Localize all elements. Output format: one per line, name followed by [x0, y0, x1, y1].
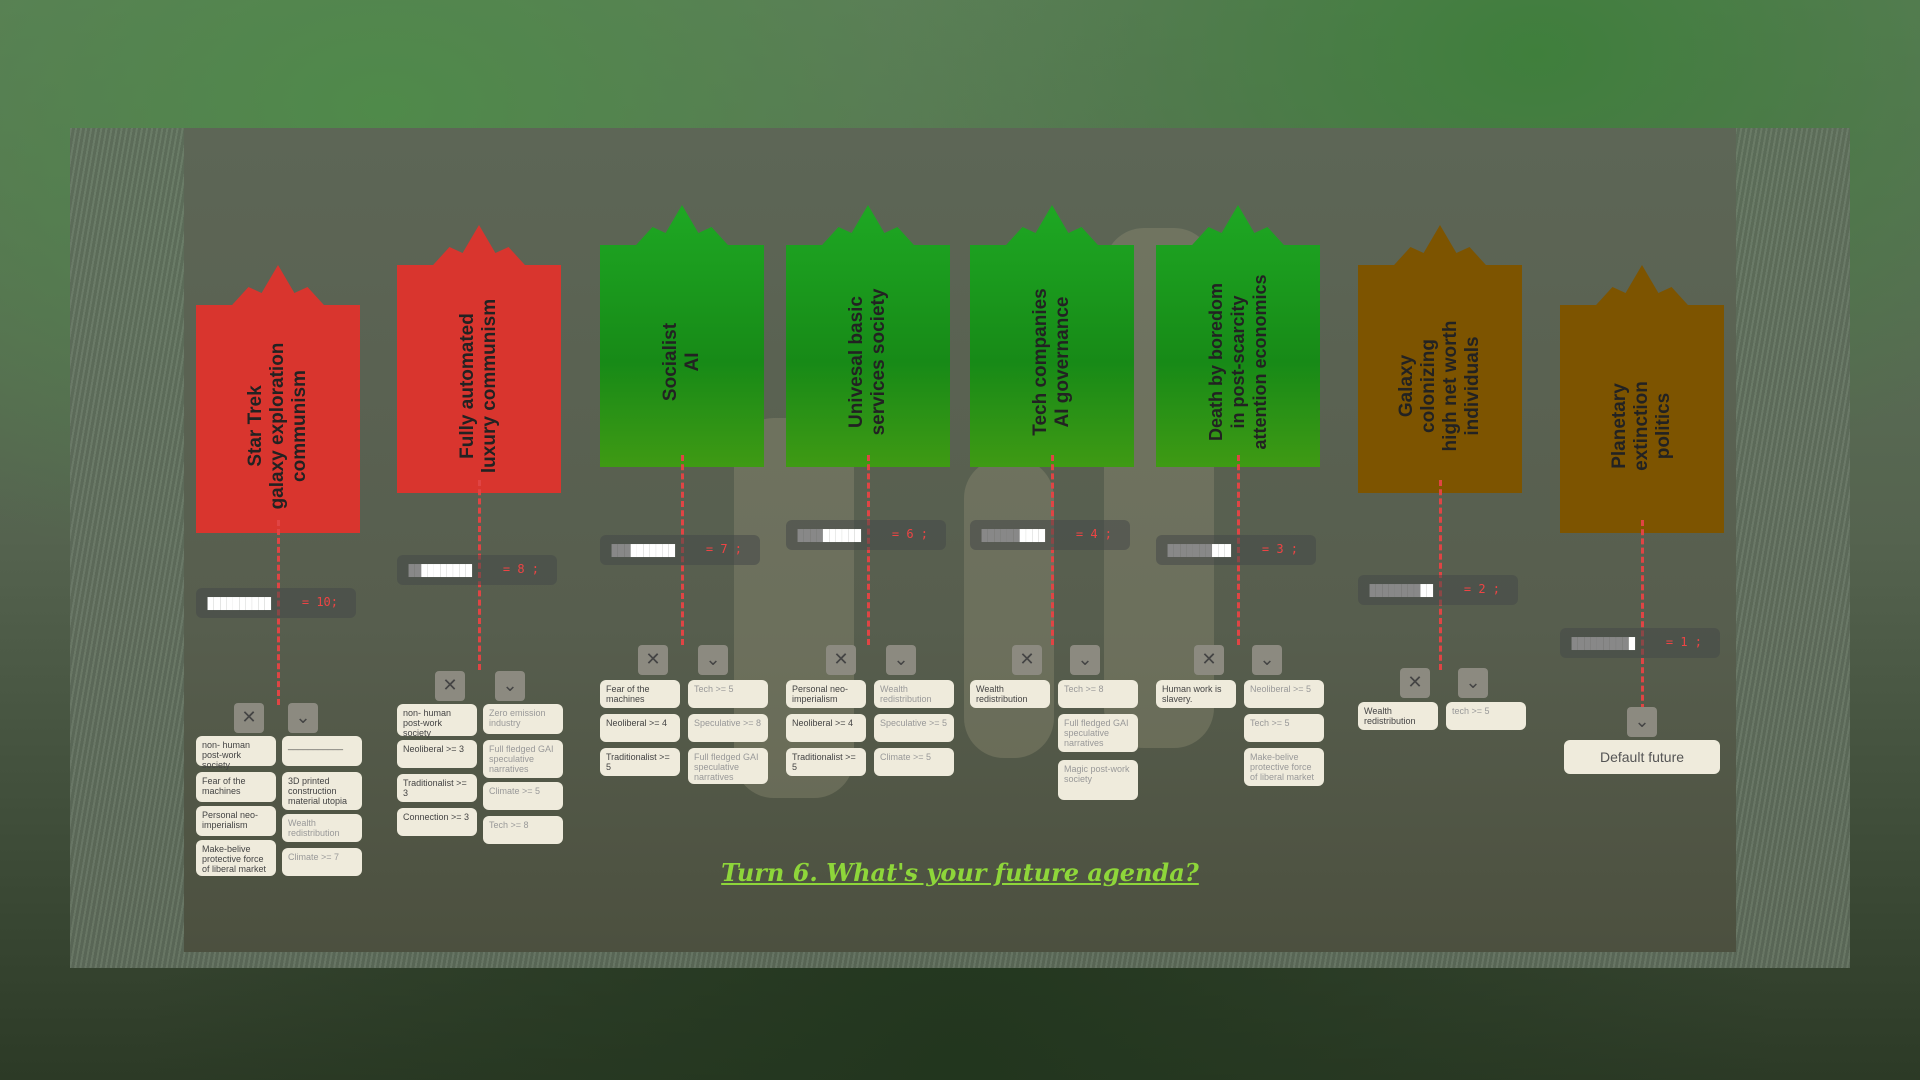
score-text: = 1 ; — [1665, 635, 1702, 649]
card[interactable]: Magic post-work society — [1058, 760, 1138, 800]
turn-prompt: Turn 6. What's your future agenda? — [721, 858, 1199, 887]
person-icon: ▮▮▮▮▮▮▮▮▮▮ — [1570, 633, 1637, 653]
card[interactable]: Connection >= 3 — [397, 808, 477, 836]
future-banner[interactable]: Death by boredom in post-scarcity attent… — [1156, 205, 1320, 467]
card[interactable]: Neoliberal >= 3 — [397, 740, 477, 768]
close-icon[interactable]: ✕ — [638, 645, 668, 675]
card[interactable]: Wealth redistribution — [970, 680, 1050, 708]
card[interactable]: Human work is slavery. — [1156, 680, 1236, 708]
card[interactable]: Traditionalist >= 5 — [600, 748, 680, 776]
person-icon: ▮▮▮▮▮▮▮▮▮▮ — [206, 593, 273, 613]
card[interactable]: Personal neo-imperialism — [786, 680, 866, 708]
chevron-down-icon[interactable]: ⌄ — [886, 645, 916, 675]
card[interactable]: Traditionalist >= 5 — [786, 748, 866, 776]
score-text: = 8 ; — [502, 562, 539, 576]
person-icon: ▮▮▮▮▮▮▮▮▮▮ — [1166, 540, 1233, 560]
future-title: Galaxy colonizing high net worth individ… — [1396, 320, 1483, 452]
score-meter: ▮▮▮▮▮▮▮▮▮▮ = 10; — [196, 588, 356, 618]
chevron-down-icon[interactable]: ⌄ — [1458, 668, 1488, 698]
card[interactable]: Personal neo-imperialism — [196, 806, 276, 836]
card[interactable]: Climate >= 5 — [874, 748, 954, 776]
card[interactable]: Traditionalist >= 3 — [397, 774, 477, 802]
close-icon[interactable]: ✕ — [234, 703, 264, 733]
card[interactable]: Climate >= 5 — [483, 782, 563, 810]
score-text: = 2 ; — [1463, 582, 1500, 596]
future-banner[interactable]: Univesal basic services society — [786, 205, 950, 467]
card[interactable]: non- human post-work society — [196, 736, 276, 770]
card[interactable]: Full fledged GAI speculative narratives — [483, 740, 563, 778]
card[interactable]: Fear of the machines — [600, 680, 680, 708]
future-banner[interactable]: Galaxy colonizing high net worth individ… — [1358, 225, 1522, 493]
person-icon: ▮▮▮▮▮▮▮▮▮▮ — [407, 560, 474, 580]
future-banner[interactable]: Fully automated luxury communism — [397, 225, 561, 493]
close-icon[interactable]: ✕ — [1400, 668, 1430, 698]
card[interactable]: Make-belive protective force of liberal … — [196, 840, 276, 876]
card[interactable]: Neoliberal >= 4 — [600, 714, 680, 742]
person-icon: ▮▮▮▮▮▮▮▮▮▮ — [1368, 580, 1434, 600]
dashed-connector — [1641, 520, 1644, 710]
card[interactable]: Wealth redistribution — [282, 814, 362, 842]
score-text: = 4 ; — [1075, 527, 1112, 541]
card[interactable]: tech >= 5 — [1446, 702, 1526, 730]
future-title: Socialist AI — [660, 323, 703, 402]
score-meter: ▮▮▮▮▮▮▮▮▮▮ = 4 ; — [970, 520, 1130, 550]
future-title: Death by boredom in post-scarcity attent… — [1206, 274, 1270, 450]
card[interactable]: non- human post-work society — [397, 704, 477, 738]
card[interactable]: Speculative >= 5 — [874, 714, 954, 742]
card[interactable]: Tech >= 5 — [688, 680, 768, 708]
close-icon[interactable]: ✕ — [1012, 645, 1042, 675]
score-meter: ▮▮▮▮▮▮▮▮▮▮ = 1 ; — [1560, 628, 1720, 658]
score-text: = 10; — [301, 595, 338, 609]
chevron-down-icon[interactable]: ⌄ — [698, 645, 728, 675]
future-banner[interactable]: Planetary extinction politics — [1560, 265, 1724, 533]
person-icon: ▮▮▮▮▮▮▮▮▮▮ — [796, 525, 863, 545]
future-banner[interactable]: Socialist AI — [600, 205, 764, 467]
score-meter: ▮▮▮▮▮▮▮▮▮▮ = 8 ; — [397, 555, 557, 585]
score-text: = 3 ; — [1261, 542, 1298, 556]
dashed-connector — [1051, 455, 1054, 645]
future-title: Star Trek galaxy exploration communism — [245, 342, 310, 510]
chevron-down-icon[interactable]: ⌄ — [1252, 645, 1282, 675]
score-meter: ▮▮▮▮▮▮▮▮▮▮ = 7 ; — [600, 535, 760, 565]
card[interactable]: Tech >= 5 — [1244, 714, 1324, 742]
future-banner[interactable]: Star Trek galaxy exploration communism — [196, 265, 360, 533]
card[interactable]: Tech >= 8 — [483, 816, 563, 844]
future-title: Fully automated luxury communism — [457, 298, 500, 473]
chevron-down-icon[interactable]: ⌄ — [288, 703, 318, 733]
card[interactable]: Zero emission industry — [483, 704, 563, 734]
score-meter: ▮▮▮▮▮▮▮▮▮▮ = 3 ; — [1156, 535, 1316, 565]
silhouette-figure — [964, 458, 1054, 758]
future-title: Tech companies AI governance — [1030, 288, 1073, 436]
card[interactable]: 3D printed construction material utopia — [282, 772, 362, 810]
future-title: Planetary extinction politics — [1609, 380, 1674, 471]
default-future-button[interactable]: Default future — [1564, 740, 1720, 774]
dashed-connector — [867, 455, 870, 645]
card[interactable]: Tech >= 8 — [1058, 680, 1138, 708]
chevron-down-icon[interactable]: ⌄ — [495, 671, 525, 701]
card[interactable]: Make-belive protective force of liberal … — [1244, 748, 1324, 786]
person-icon: ▮▮▮▮▮▮▮▮▮▮ — [610, 540, 677, 560]
chevron-down-icon[interactable]: ⌄ — [1627, 707, 1657, 737]
card[interactable]: Full fledged GAI speculative narratives — [1058, 714, 1138, 752]
card[interactable]: Neoliberal >= 4 — [786, 714, 866, 742]
future-title: Univesal basic services society — [846, 288, 889, 436]
score-meter: ▮▮▮▮▮▮▮▮▮▮ = 6 ; — [786, 520, 946, 550]
score-meter: ▮▮▮▮▮▮▮▮▮▮ = 2 ; — [1358, 575, 1518, 605]
card[interactable]: Fear of the machines — [196, 772, 276, 802]
card[interactable]: Climate >= 7 — [282, 848, 362, 876]
person-icon: ▮▮▮▮▮▮▮▮▮▮ — [980, 525, 1047, 545]
card[interactable]: Speculative >= 8 — [688, 714, 768, 742]
score-text: = 6 ; — [891, 527, 928, 541]
future-banner[interactable]: Tech companies AI governance — [970, 205, 1134, 467]
chevron-down-icon[interactable]: ⌄ — [1070, 645, 1100, 675]
card[interactable]: Neoliberal >= 5 — [1244, 680, 1324, 708]
card[interactable]: Wealth redistribution — [1358, 702, 1438, 730]
card[interactable]: ___________ — [282, 736, 362, 766]
card[interactable]: Full fledged GAI speculative narratives — [688, 748, 768, 784]
card[interactable]: Wealth redistribution — [874, 680, 954, 708]
close-icon[interactable]: ✕ — [1194, 645, 1224, 675]
score-text: = 7 ; — [705, 542, 742, 556]
close-icon[interactable]: ✕ — [435, 671, 465, 701]
close-icon[interactable]: ✕ — [826, 645, 856, 675]
